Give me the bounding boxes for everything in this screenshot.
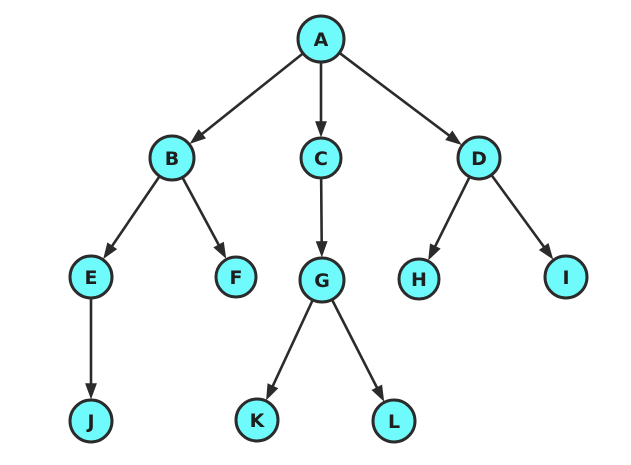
node-circle[interactable] — [299, 136, 343, 180]
arrowhead-icon — [266, 383, 279, 401]
edge-b-to-f — [181, 177, 227, 259]
edge-line — [319, 178, 323, 244]
node-e[interactable]: E — [68, 254, 114, 300]
node-circle[interactable] — [214, 255, 258, 299]
node-circle[interactable] — [234, 397, 280, 443]
edge-g-to-k — [266, 300, 314, 401]
edge-line — [331, 299, 380, 390]
node-i[interactable]: I — [543, 254, 589, 300]
edge-a-to-b — [189, 52, 304, 144]
node-circle[interactable] — [397, 257, 441, 301]
edge-layer — [85, 52, 554, 402]
node-circle[interactable] — [68, 398, 114, 444]
node-h[interactable]: H — [397, 257, 441, 301]
arrowhead-icon — [315, 121, 327, 138]
node-label: K — [250, 410, 266, 432]
node-label: B — [165, 148, 179, 170]
node-label: C — [314, 148, 328, 170]
edge-line — [270, 300, 314, 389]
node-label: D — [471, 148, 487, 170]
node-layer: A B C D E F G H I J K L — [68, 14, 589, 444]
arrowhead-icon — [189, 129, 207, 144]
edge-g-to-l — [331, 299, 385, 402]
node-label: J — [85, 411, 94, 433]
node-circle[interactable] — [296, 14, 346, 64]
node-label: E — [85, 267, 98, 289]
node-label: A — [314, 29, 329, 51]
arrowhead-icon — [103, 242, 118, 260]
node-f[interactable]: F — [214, 255, 258, 299]
edge-a-to-d — [339, 52, 462, 145]
edge-d-to-h — [428, 177, 471, 261]
node-g[interactable]: G — [298, 256, 346, 304]
edge-e-to-j — [85, 299, 97, 400]
node-l[interactable]: L — [371, 398, 417, 444]
node-j[interactable]: J — [68, 398, 114, 444]
node-d[interactable]: D — [456, 135, 502, 181]
node-circle[interactable] — [371, 398, 417, 444]
edge-b-to-e — [103, 176, 161, 260]
node-circle[interactable] — [543, 254, 589, 300]
node-circle[interactable] — [298, 256, 346, 304]
edge-line — [339, 52, 452, 138]
node-circle[interactable] — [68, 254, 114, 300]
node-label: I — [562, 267, 569, 289]
node-label: G — [314, 270, 330, 292]
node-a[interactable]: A — [296, 14, 346, 64]
node-k[interactable]: K — [234, 397, 280, 443]
arrowhead-icon — [428, 243, 441, 261]
arrowhead-icon — [315, 241, 328, 258]
node-b[interactable]: B — [148, 134, 196, 182]
node-circle[interactable] — [148, 134, 196, 182]
node-label: F — [230, 267, 243, 289]
arrowhead-icon — [371, 384, 385, 402]
edge-d-to-i — [490, 174, 554, 260]
edge-line — [433, 177, 471, 249]
edge-line — [199, 52, 304, 137]
edge-line — [181, 177, 221, 248]
edge-a-to-c — [315, 63, 327, 138]
node-label: L — [388, 411, 400, 433]
edge-c-to-g — [315, 178, 328, 258]
edge-line — [109, 176, 161, 249]
arrowhead-icon — [445, 130, 462, 145]
edge-line — [490, 174, 547, 250]
node-c[interactable]: C — [299, 136, 343, 180]
node-circle[interactable] — [456, 135, 502, 181]
arrowhead-icon — [85, 383, 97, 400]
arrowhead-icon — [213, 241, 227, 259]
arrowhead-icon — [538, 242, 554, 260]
node-label: H — [411, 269, 427, 291]
